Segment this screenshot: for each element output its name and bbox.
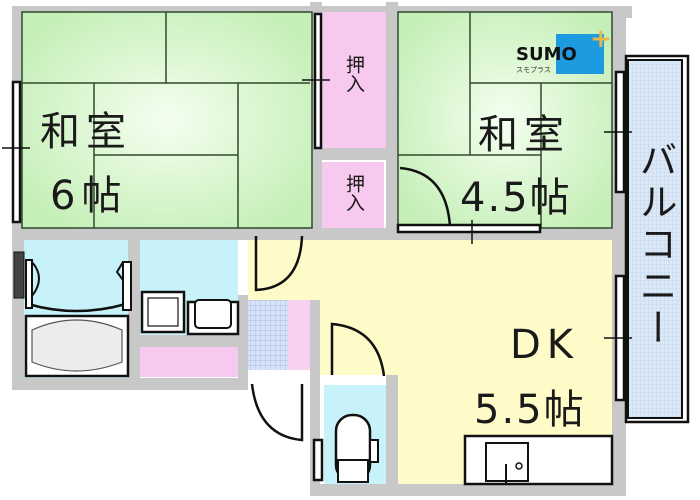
room-closet-lower bbox=[322, 162, 384, 228]
plus-icon: + bbox=[590, 24, 612, 54]
room-closet-upper bbox=[322, 12, 386, 148]
sumo-sub-text: スモプラス bbox=[516, 66, 551, 74]
room-size-dk: 5.5帖 bbox=[474, 387, 586, 433]
room-label-washitsu-6: 和室 bbox=[40, 109, 132, 155]
room-bathroom bbox=[13, 240, 310, 378]
balcony-area bbox=[624, 54, 690, 424]
sumo-brand-text: SUMO bbox=[516, 44, 577, 65]
room-size-washitsu-6: 6帖 bbox=[50, 173, 128, 219]
room-label-washitsu-4-5: 和室 bbox=[478, 112, 570, 158]
balcony-label: バルコニー bbox=[633, 140, 677, 350]
closet-label-lower: 押入 bbox=[343, 174, 365, 212]
closet-label-upper: 押入 bbox=[343, 55, 365, 93]
room-size-washitsu-4-5: 4.5帖 bbox=[460, 175, 572, 221]
sumo-logo: + SUMO スモプラス bbox=[516, 26, 616, 78]
room-washitsu-6jo bbox=[21, 11, 313, 229]
doors-windows bbox=[2, 12, 632, 482]
room-label-dk: DK bbox=[510, 322, 580, 368]
sumo-logo-box bbox=[556, 34, 604, 74]
room-toilet bbox=[324, 385, 386, 484]
room-dk bbox=[248, 240, 614, 486]
